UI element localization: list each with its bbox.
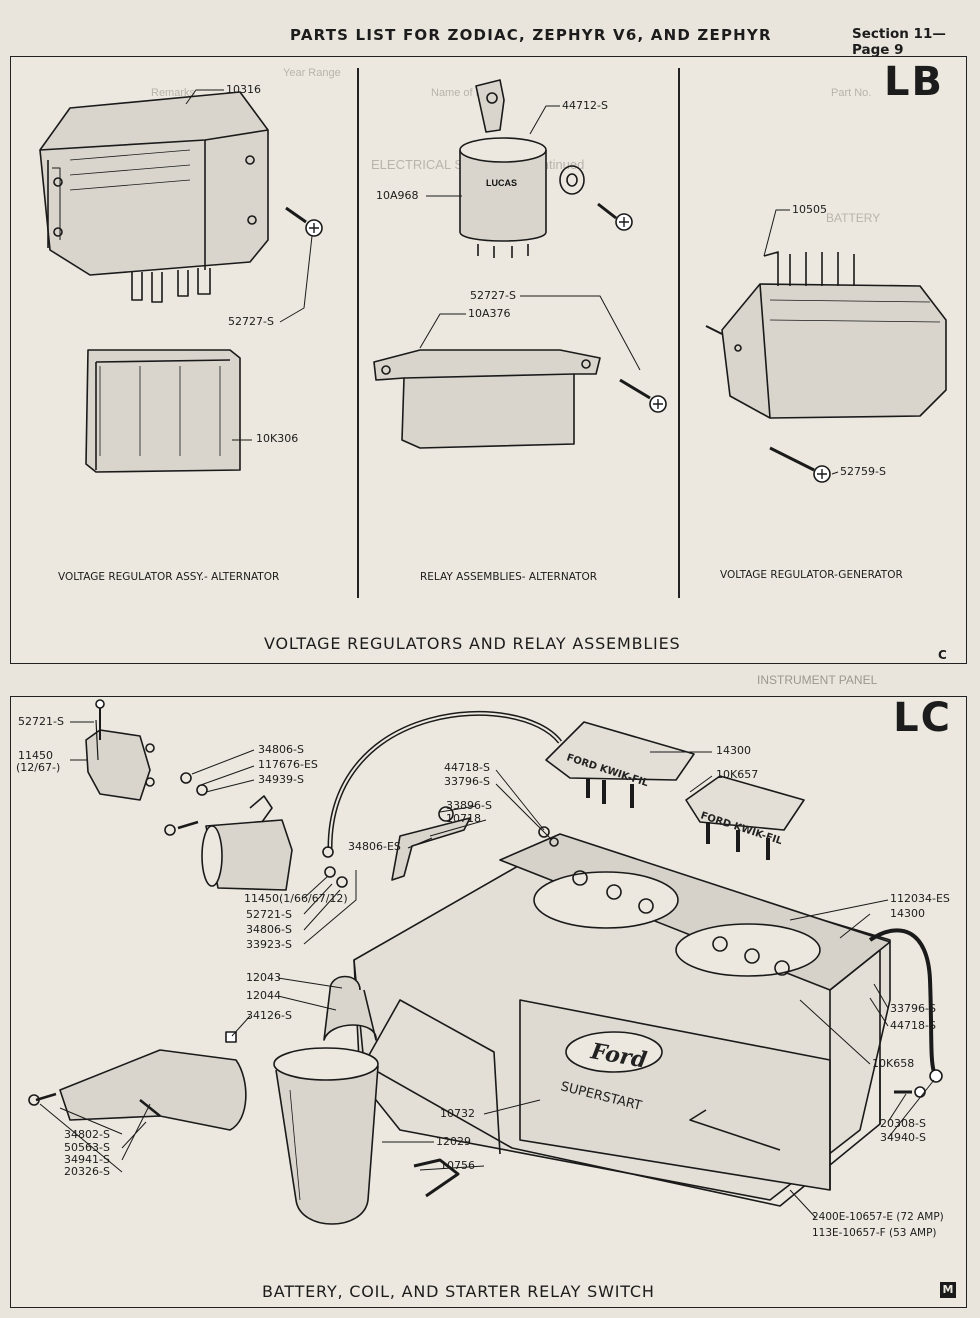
bleed-instrument-heading: INSTRUMENT PANEL (757, 673, 878, 687)
part-label: 33796-S (890, 1002, 936, 1015)
panel-caption: VOLTAGE REGULATORS AND RELAY ASSEMBLIES (264, 634, 681, 653)
bleed-col-header: Year Range (283, 67, 341, 79)
part-label: 112034-ES (890, 892, 950, 905)
leader-lines (185, 89, 839, 475)
bleed-col-header: Remarks (151, 87, 196, 99)
section-page-number: Section 11—Page 9 (852, 26, 946, 58)
battery-drawing (353, 833, 891, 1207)
part-label: 52727-S (470, 289, 516, 302)
part-label: 10K306 (256, 432, 299, 445)
part-label: 10K658 (872, 1057, 915, 1070)
part-label: 10718 (446, 812, 481, 825)
part-label: 10316 (226, 83, 261, 96)
part-label: 10K657 (716, 768, 759, 781)
relay-10k306-drawing (85, 349, 241, 473)
part-label: 34941-S (64, 1153, 110, 1166)
part-label: 113E-10657-F (53 AMP) (812, 1227, 937, 1239)
part-label: 44712-S (562, 99, 608, 112)
part-label: 50563-S (64, 1141, 110, 1154)
filler-cover-drawing (545, 721, 805, 860)
corner-mark: M (940, 1282, 956, 1298)
part-label: 14300 (716, 744, 751, 757)
part-label: 52721-S (18, 715, 64, 728)
part-label: 117676-ES (258, 758, 318, 771)
part-label: 10A376 (468, 307, 511, 320)
part-label: 14300 (890, 907, 925, 920)
part-label: 12044 (246, 989, 281, 1002)
panel-letter: LB (884, 59, 944, 105)
column-divider (357, 68, 359, 598)
part-label: 33896-S (446, 799, 492, 812)
screw-drawing (285, 206, 323, 237)
relay-lucas-text: LUCAS (486, 178, 517, 188)
starter-relay-lower-drawing (164, 795, 293, 891)
part-label: 52727-S (228, 315, 274, 328)
part-label: 10756 (440, 1159, 475, 1172)
part-label: 11450(1/66/67/12) (244, 892, 348, 905)
relay-10a968-drawing (459, 79, 547, 258)
page-title: PARTS LIST FOR ZODIAC, ZEPHYR V6, AND ZE… (290, 26, 772, 44)
part-label: 11450 (18, 749, 53, 762)
part-label: 34940-S (880, 1131, 926, 1144)
part-label: 52759-S (840, 465, 886, 478)
part-label: 52721-S (246, 908, 292, 921)
part-label: 10505 (792, 203, 827, 216)
part-label: 12043 (246, 971, 281, 984)
sub-caption: VOLTAGE REGULATOR-GENERATOR (720, 569, 903, 581)
part-label: 12029 (436, 1135, 471, 1148)
part-label: 33923-S (246, 938, 292, 951)
part-label: 20326-S (64, 1165, 110, 1178)
leader-lines (39, 721, 935, 1219)
sub-caption: VOLTAGE REGULATOR ASSY.- ALTERNATOR (58, 571, 280, 583)
bleed-battery-heading: BATTERY (826, 211, 881, 225)
relay-10a376-drawing (373, 349, 601, 449)
bleed-col-header: Part No. (831, 87, 872, 99)
part-label: 34126-S (246, 1009, 292, 1022)
part-label: 34939-S (258, 773, 304, 786)
part-label: 44718-S (444, 761, 490, 774)
part-label: 10A968 (376, 189, 419, 202)
sub-caption: RELAY ASSEMBLIES- ALTERNATOR (420, 571, 598, 583)
part-label: 10732 (440, 1107, 475, 1120)
voltage-regulator-alternator-drawing (39, 91, 269, 303)
panel-letter: LC (893, 695, 952, 741)
part-label: (12/67-) (16, 761, 61, 774)
part-label: 44718-S (890, 1019, 936, 1032)
starter-relay-top-drawing (85, 699, 155, 801)
corner-mark: C (938, 648, 947, 662)
panel-caption: BATTERY, COIL, AND STARTER RELAY SWITCH (262, 1282, 655, 1301)
column-divider (678, 68, 680, 598)
part-label: 34806-S (258, 743, 304, 756)
part-label: 34802-S (64, 1128, 110, 1141)
part-label: 2400E-10657-E (72 AMP) (812, 1211, 944, 1223)
part-label: 34806-S (246, 923, 292, 936)
voltage-regulator-generator-drawing (705, 251, 947, 419)
part-label: 33796-S (444, 775, 490, 788)
ignition-coil-drawing (273, 975, 379, 1225)
part-label: 20308-S (880, 1117, 926, 1130)
part-label: 34806-ES (348, 840, 401, 853)
